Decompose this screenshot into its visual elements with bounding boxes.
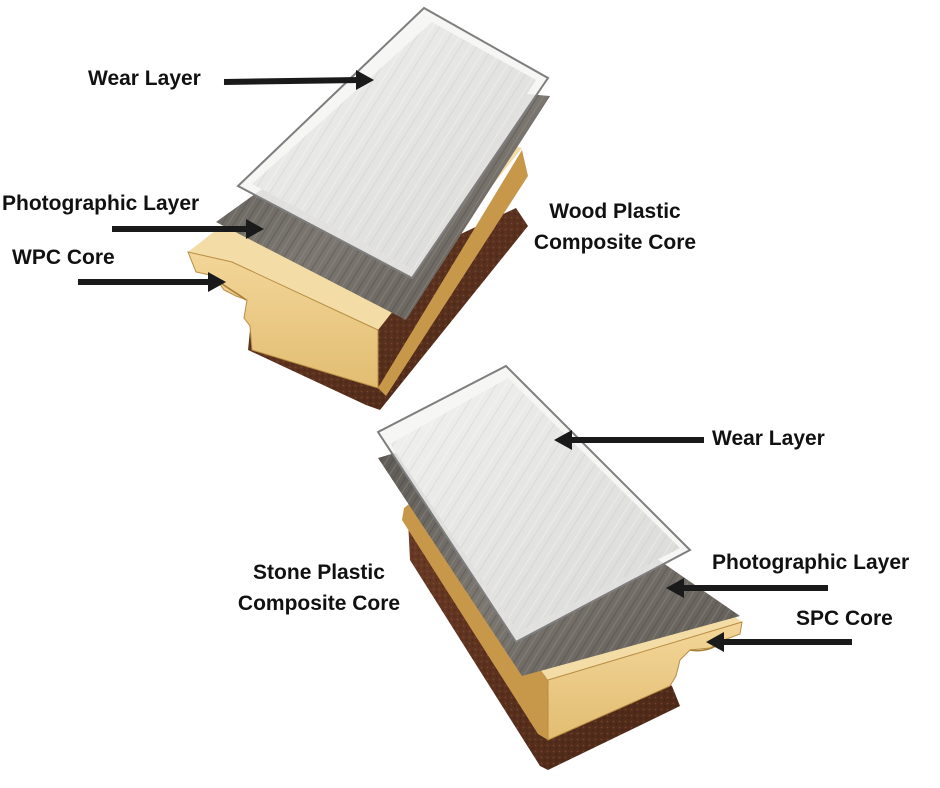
- wpc-core-name: Wood Plastic Composite Core: [512, 196, 718, 258]
- spc-wear-layer-label: Wear Layer: [712, 427, 825, 450]
- callout-arrows: [78, 70, 852, 652]
- spc-core-side: [402, 500, 548, 740]
- spc-core-name: Stone Plastic Composite Core: [216, 557, 422, 619]
- spc-plank: [376, 364, 743, 770]
- wpc-wear-layer: [236, 6, 550, 280]
- wpc-plank: [187, 6, 550, 410]
- spc-core-label: SPC Core: [796, 607, 893, 630]
- spc-core-name-line1: Stone Plastic: [253, 561, 385, 584]
- wpc-core-name-line2: Composite Core: [533, 231, 697, 254]
- spc-wear-layer: [376, 364, 692, 644]
- wpc-photographic-layer-label: Photographic Layer: [2, 192, 200, 215]
- wpc-core-label: WPC Core: [12, 246, 115, 269]
- wpc-core-name-line1: Wood Plastic: [549, 200, 681, 223]
- spc-photographic-layer-label: Photographic Layer: [712, 551, 910, 574]
- spc-core-name-line2: Composite Core: [237, 592, 401, 615]
- wpc-wear-layer-label: Wear Layer: [88, 67, 201, 90]
- wpc-wear-layer-arrow: [223, 77, 361, 85]
- wpc-core-side: [378, 150, 528, 396]
